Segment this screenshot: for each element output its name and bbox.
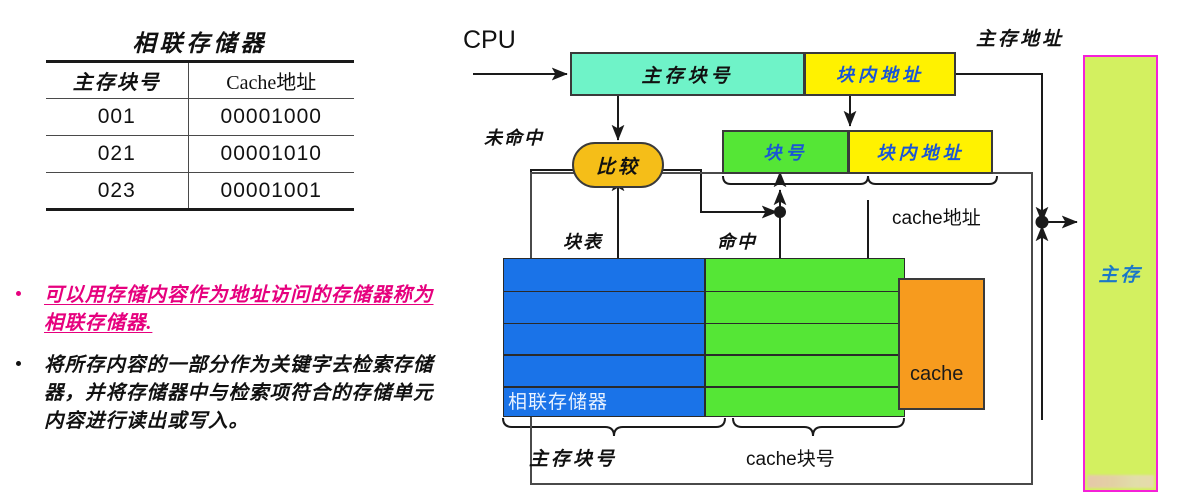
grid-cache-block-column [704,259,904,416]
compare-unit: 比较 [572,142,664,188]
grid-row-divider [504,290,904,293]
cell-main-block: 023 [46,172,189,211]
bullet-dot-icon [16,361,21,366]
assoc-memory-table: 主存块号 Cache地址 001 00001000 021 00001010 0… [46,60,354,211]
cell-cache-address: 00001000 [188,98,354,136]
cache-address-block-no-field: 块号 [722,130,849,174]
brace-label-cache-block: cache块号 [746,449,835,470]
cell-main-block: 021 [46,135,189,173]
grid-row-divider [504,354,904,356]
bullet-text: 将所存内容的一部分作为关键字去检索存储器，并将存储器中与检索项符合的存储单元内容… [44,355,434,432]
cache-address-label: cache地址 [892,208,981,229]
column-header-cache-address: Cache地址 [188,60,354,99]
bullet-text: 可以用存储内容作为地址访问的存储器称为相联存储器. [44,285,434,334]
bullet-list: 可以用存储内容作为地址访问的存储器称为相联存储器. 将所存内容的一部分作为关键字… [0,282,452,450]
main-address-label: 主存地址 [976,29,1065,50]
cell-cache-address: 00001001 [188,172,354,211]
grid-row-divider [504,386,904,388]
list-item: 将所存内容的一部分作为关键字去检索存储器，并将存储器中与检索项符合的存储单元内容… [0,352,452,436]
list-item: 可以用存储内容作为地址访问的存储器称为相联存储器. [0,282,452,338]
main-address-junction-dot [1035,215,1049,229]
table-row: 023 00001001 [46,172,354,211]
column-header-main-block: 主存块号 [46,60,189,99]
cache-mapping-diagram: CPU 主存块号 块内地址 主存地址 未命中 比较 块号 块内地址 cache地… [455,0,1186,501]
cpu-address-main-block-field: 主存块号 [570,52,805,96]
cache-address-brace [722,175,998,185]
cpu-address-in-block-field: 块内地址 [804,52,956,96]
assoc-memory-inline-label: 相联存储器 [508,392,609,413]
table-row: 021 00001010 [46,135,354,173]
miss-label: 未命中 [484,128,544,148]
watermark-overlay [1087,475,1154,488]
main-memory-block: 主存 [1083,55,1158,492]
cache-address-in-block-field: 块内地址 [848,130,993,174]
main-memory-label: 主存 [1098,265,1143,286]
cell-cache-address: 00001010 [188,135,354,173]
table-header-row: 主存块号 Cache地址 [46,60,354,99]
grid-braces [502,417,905,437]
grid-main-block-column [504,259,704,416]
cell-main-block: 001 [46,98,189,136]
hit-junction-dot [774,206,786,218]
page-title: 相联存储器 [132,31,268,56]
hit-label: 命中 [717,232,757,252]
brace-label-main-block: 主存块号 [529,449,618,470]
left-panel: 相联存储器 主存块号 Cache地址 001 00001000 021 0000… [0,0,455,501]
table-row: 001 00001000 [46,98,354,136]
grid-row-divider [504,322,904,325]
block-table-grid: 相联存储器 [503,258,905,417]
grid-divider [704,259,706,416]
cache-memory-block: cache [898,278,985,410]
cpu-label: CPU [463,26,516,54]
block-table-label: 块表 [563,232,603,252]
bullet-dot-icon [16,291,21,296]
